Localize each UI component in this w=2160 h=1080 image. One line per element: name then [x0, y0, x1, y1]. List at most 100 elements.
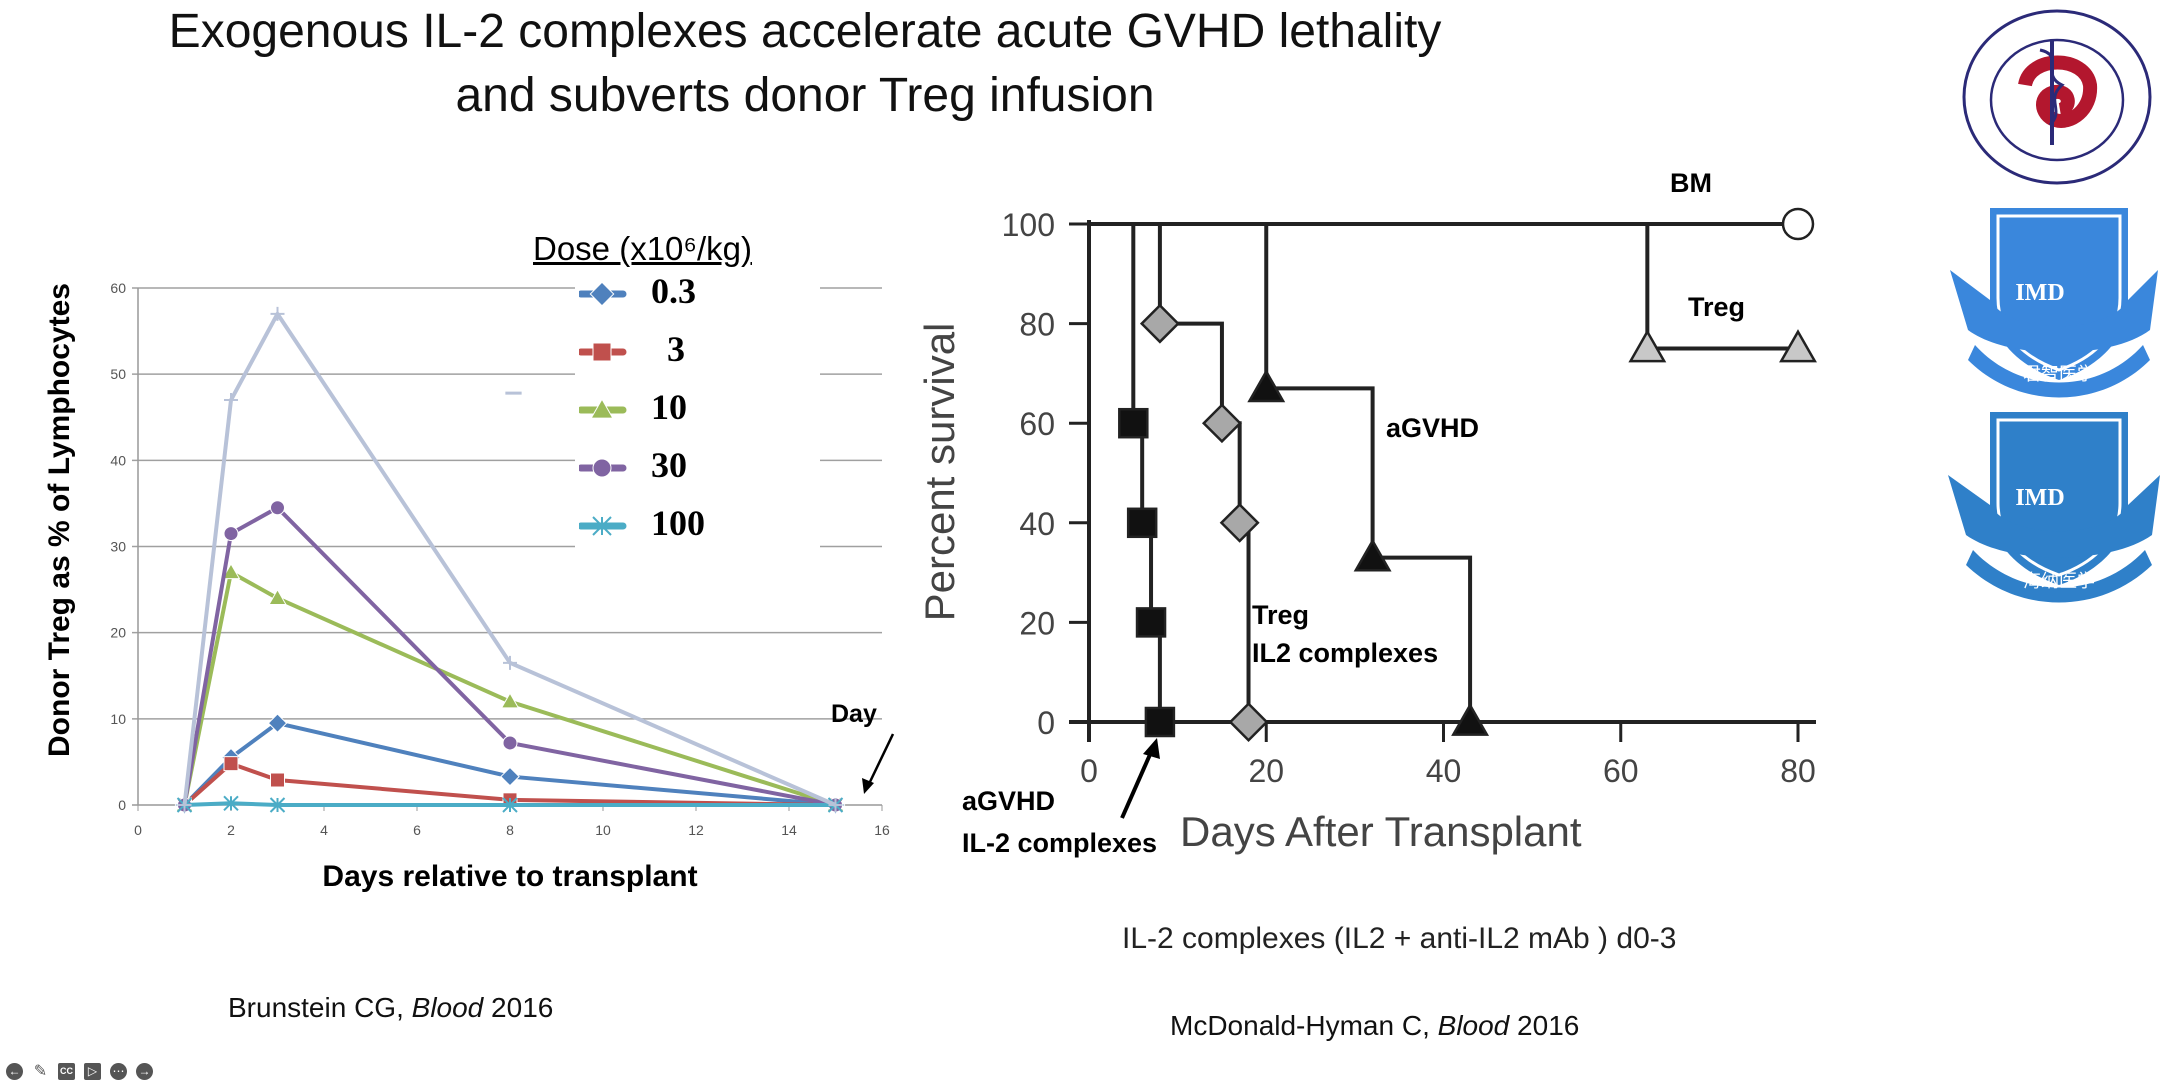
slide-title: Exogenous IL-2 complexes accelerate acut… [0, 0, 1610, 128]
curve-treg-il2-complexes-marker [1219, 502, 1260, 543]
series-dose-3-point [270, 772, 285, 788]
label-agvhd-il2-line2: IL-2 complexes [962, 828, 1158, 858]
legend-swatch [579, 516, 627, 536]
series-dose-30-point [270, 500, 285, 516]
citation-right: McDonald-Hyman C, Blood 2016 [1170, 1010, 1579, 1042]
label-treg-il2-line2: IL2 complexes [1252, 638, 1439, 668]
x-tick-label: 60 [1603, 753, 1639, 789]
x-tick-label: 2 [227, 822, 235, 838]
series-dose-100-point [223, 795, 239, 811]
imd2-mark: IMD [2015, 485, 2064, 511]
y-tick-label: 0 [118, 797, 126, 813]
series-unlabeled-point [503, 655, 517, 670]
day-arrow [862, 733, 895, 794]
legend-item: 10 [579, 386, 809, 430]
curve-agvhd-il-2-complexes-marker [1144, 706, 1176, 738]
cc-icon[interactable]: CC [58, 1063, 75, 1080]
x-tick-label: 6 [413, 822, 421, 838]
series-dose-100-point [502, 797, 518, 813]
citation-left-year: 2016 [483, 992, 554, 1023]
y-tick-label: 50 [110, 366, 126, 382]
citation-right-author: McDonald-Hyman C, [1170, 1010, 1438, 1041]
legend-label: 30 [651, 445, 687, 485]
series-unlabeled-point [177, 798, 192, 812]
legend-title: Dose (x10⁶/kg) [533, 230, 752, 267]
imd1-mark: IMD [2015, 280, 2064, 306]
arrow-right-icon[interactable]: → [136, 1063, 153, 1080]
x-tick-label: 14 [781, 822, 797, 838]
y-tick-label: 30 [110, 539, 126, 555]
curve-agvhd-marker [1247, 369, 1286, 403]
y-tick-label: 0 [1037, 705, 1055, 741]
curve-treg-il2-complexes-marker [1201, 403, 1242, 444]
sichuan-medical-kind-foundation-logo [1962, 9, 2152, 185]
arrow-left-icon[interactable]: ← [6, 1063, 23, 1080]
citation-left-author: Brunstein CG, [228, 992, 412, 1023]
series-dose-0-3-point [500, 766, 520, 787]
camera-off-icon[interactable]: ▷ [84, 1063, 101, 1080]
series-dose-0-3-point [267, 713, 288, 733]
curve-agvhd-il-2-complexes-marker [1135, 607, 1167, 638]
curve-treg-marker [1779, 329, 1817, 363]
citation-right-year: 2016 [1509, 1010, 1580, 1041]
x-tick-label: 8 [506, 822, 514, 838]
x-tick-label: 0 [1080, 753, 1098, 789]
y-tick-label: 40 [110, 452, 126, 468]
x-tick-label: 80 [1780, 753, 1816, 789]
legend-label: 100 [651, 503, 705, 543]
label-agvhd: aGVHD [1386, 413, 1480, 443]
legend-swatch [579, 342, 627, 362]
series-dose-10-point [221, 562, 241, 580]
x-tick-label: 4 [320, 822, 328, 838]
y-tick-label: 100 [1002, 207, 1055, 243]
series-dose-100-point [269, 797, 286, 813]
legend-marker [590, 398, 614, 419]
curve-bm-marker [1781, 207, 1815, 241]
label-bm: BM [1670, 168, 1712, 198]
slideshow-toolbar: ← ✎ CC ▷ ⋯ → [6, 1063, 153, 1080]
curve-agvhd-line [1089, 222, 1798, 724]
legend-label: 10 [651, 387, 687, 427]
imd1-cn-text: 君智医学 [2023, 364, 2095, 384]
legend-marker [592, 516, 612, 536]
y-tick-label: 60 [1019, 406, 1055, 442]
series-dose-10-point [500, 692, 520, 709]
imd2-cn-text: 海纳医学 [2023, 571, 2095, 591]
legend-label: 3 [667, 329, 685, 369]
series-unlabeled-point [270, 306, 285, 321]
y-tick-label: 60 [110, 280, 126, 296]
label-agvhd-il2-line1: aGVHD [962, 786, 1056, 816]
x-tick-label: 40 [1426, 753, 1462, 789]
imd-junzhi-logo: IMD 君智医学 [1950, 208, 2158, 398]
pen-icon[interactable]: ✎ [33, 1063, 48, 1080]
imd-haina-logo: IMD 海纳医学 [1948, 412, 2160, 603]
citation-right-journal: Blood [1437, 1010, 1510, 1041]
il2-note: IL-2 complexes (IL2 + anti-IL2 mAb ) d0-… [1122, 922, 1677, 955]
curve-agvhd-il-2-complexes-marker [1118, 407, 1149, 439]
curve-treg-il2-complexes-marker [1228, 702, 1269, 742]
series-dose-10-point [268, 588, 287, 605]
legend-marker [589, 281, 615, 307]
citation-left-journal: Blood [411, 992, 484, 1023]
left-y-axis-title: Donor Treg as % of Lymphocytes [43, 283, 76, 757]
more-icon[interactable]: ⋯ [110, 1063, 127, 1080]
legend-swatch [579, 398, 627, 419]
legend-item: 100 [579, 502, 809, 546]
curve-agvhd-il-2-complexes-marker [1126, 507, 1158, 539]
y-tick-label: 20 [110, 625, 126, 641]
curve-agvhd-marker [1451, 702, 1490, 736]
title-line-2: and subverts donor Treg infusion [455, 69, 1155, 122]
x-tick-label: 12 [688, 822, 704, 838]
curve-treg-il2-complexes-marker [1139, 303, 1180, 344]
label-treg-il2-line1: Treg [1252, 600, 1310, 630]
legend-item: 3 [579, 328, 809, 372]
curve-agvhd-marker [1353, 538, 1392, 572]
y-tick-label: 10 [110, 711, 126, 727]
day-annotation: Day [831, 700, 877, 728]
legend-swatch [579, 458, 627, 478]
y-tick-label: 80 [1019, 307, 1055, 343]
legend-swatch [579, 281, 627, 307]
right-x-axis-title: Days After Transplant [1180, 808, 1582, 855]
